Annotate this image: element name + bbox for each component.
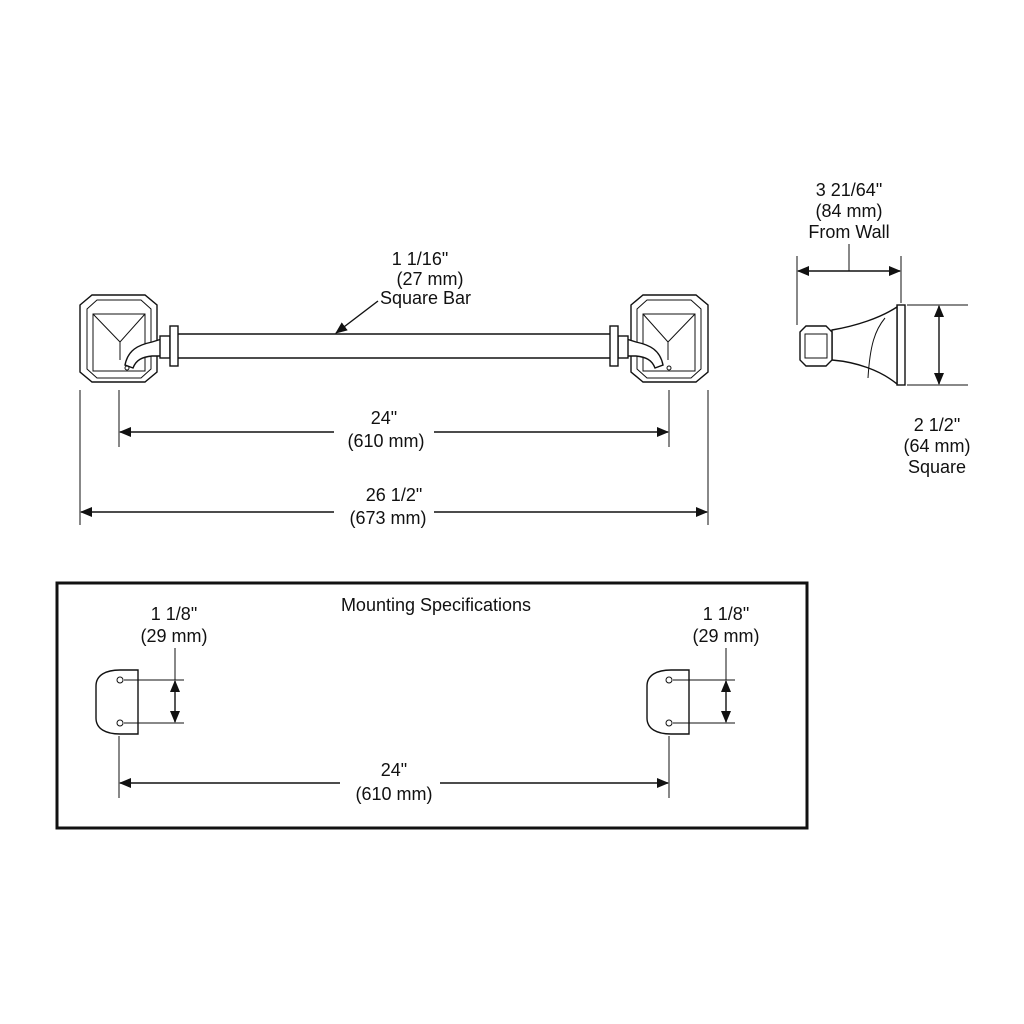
left-hole-spacing-inches: 1 1/8" bbox=[151, 604, 197, 624]
towel-bar-front-view: 1 1/16" (27 mm) Square Bar 24" (610 mm) … bbox=[79, 249, 709, 528]
square-bar bbox=[178, 333, 610, 359]
right-mounting-bracket: 1 1/8" (29 mm) bbox=[646, 604, 760, 798]
overall-length-mm: (673 mm) bbox=[349, 508, 426, 528]
right-hole-spacing-inches: 1 1/8" bbox=[703, 604, 749, 624]
bar-length-mm: (610 mm) bbox=[347, 431, 424, 451]
projection-note: From Wall bbox=[808, 222, 889, 242]
mounting-title: Mounting Specifications bbox=[341, 595, 531, 615]
mounting-center-distance: 24" (610 mm) bbox=[119, 760, 669, 804]
wall-flange bbox=[896, 304, 906, 386]
projection-inches: 3 21/64" bbox=[816, 180, 882, 200]
right-hole-spacing-mm: (29 mm) bbox=[693, 626, 760, 646]
bar-length-inches: 24" bbox=[371, 408, 397, 428]
bar-length-dimension: 24" (610 mm) bbox=[119, 408, 669, 451]
bar-diameter-note: Square Bar bbox=[380, 288, 471, 308]
leader-arrow bbox=[335, 300, 379, 334]
flange-size-mm: (64 mm) bbox=[904, 436, 971, 456]
bar-diameter-inches: 1 1/16" bbox=[392, 249, 448, 269]
center-distance-mm: (610 mm) bbox=[355, 784, 432, 804]
post-body bbox=[831, 305, 898, 386]
bar-diameter-callout: 1 1/16" (27 mm) Square Bar bbox=[335, 249, 471, 334]
towel-bar-side-view: 3 21/64" (84 mm) From Wall 2 1/2" (64 mm… bbox=[796, 180, 971, 477]
left-mounting-bracket: 1 1/8" (29 mm) bbox=[95, 604, 208, 798]
mounting-specifications-panel: Mounting Specifications 1 1/8" (29 mm) bbox=[55, 581, 809, 830]
flange-size-note: Square bbox=[908, 457, 966, 477]
flange-size-inches: 2 1/2" bbox=[914, 415, 960, 435]
center-distance-inches: 24" bbox=[381, 760, 407, 780]
bar-end-cap bbox=[799, 325, 833, 367]
left-hole-spacing-mm: (29 mm) bbox=[141, 626, 208, 646]
flange-size-dimension: 2 1/2" (64 mm) Square bbox=[904, 304, 971, 477]
overall-length-dimension: 26 1/2" (673 mm) bbox=[80, 485, 708, 528]
right-post bbox=[609, 294, 709, 383]
overall-length-inches: 26 1/2" bbox=[366, 485, 422, 505]
mounting-panel-border bbox=[55, 581, 809, 830]
projection-dimension: 3 21/64" (84 mm) From Wall bbox=[796, 180, 902, 325]
bar-diameter-mm: (27 mm) bbox=[397, 269, 464, 289]
left-post bbox=[79, 294, 179, 383]
projection-mm: (84 mm) bbox=[816, 201, 883, 221]
